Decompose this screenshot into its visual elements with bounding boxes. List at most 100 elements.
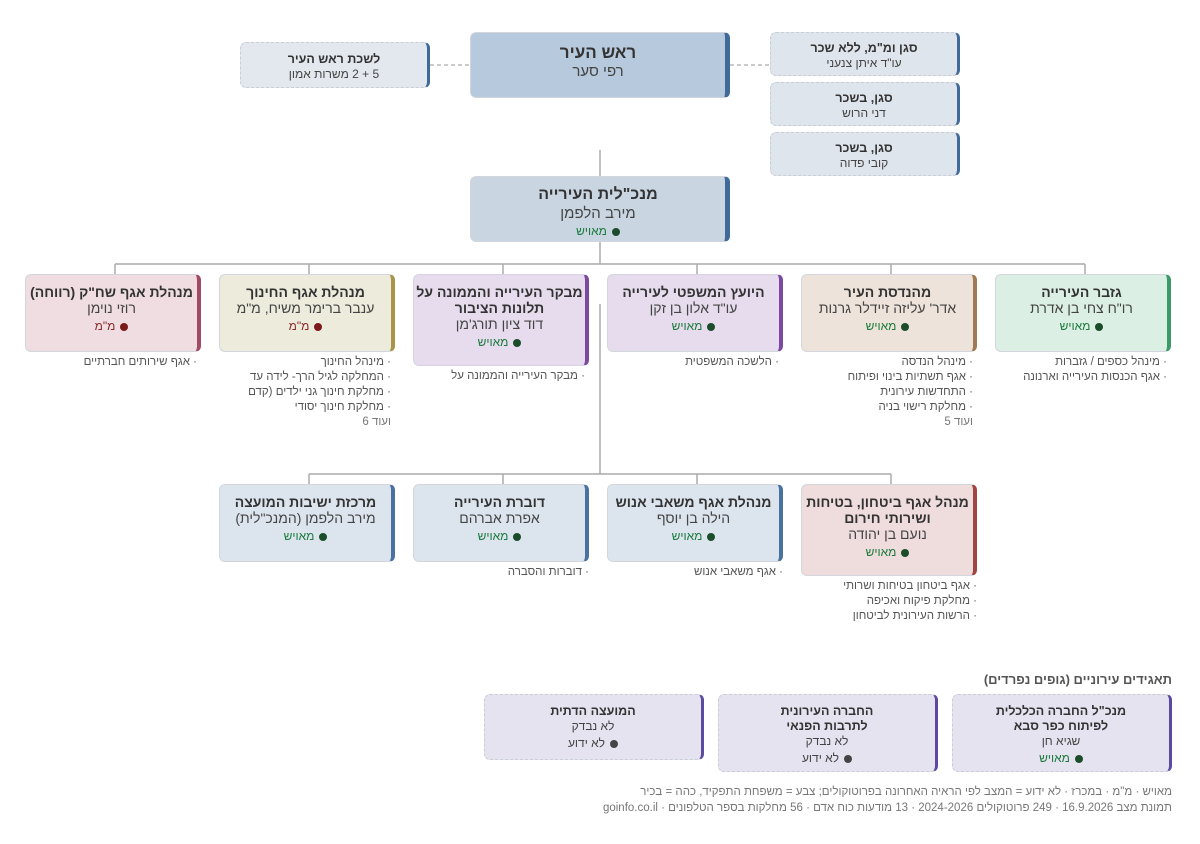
corporation-name: לא נבדק [571,719,615,733]
corporation-status-label: לא ידוע [567,736,606,750]
card-status-label: מאויש [671,529,703,543]
department-item: · הרשות העירונית לביטחון [777,609,977,624]
department-list: · מינהל החינוך· המחלקה לגיל הרך- לידה עד… [191,355,391,430]
department-item: · אגף ביטחון בטיחות ושרותי [777,579,977,594]
ceo-status: מאויש [471,224,725,239]
card-title: מנהלת אגף משאבי אנוש [615,494,772,510]
card-name: ענבר ברימר משיח, מ"מ [236,300,375,316]
ceo-status-label: מאויש [576,224,607,238]
bullet: · [965,401,973,413]
department-label: התחדשות עירונית [880,386,966,398]
mayor-office-box[interactable]: לשכת ראש העיר 5 + 2 משרות אמון [240,42,430,88]
mayor-office-sub: 5 + 2 משרות אמון [288,67,380,81]
deputy-title: סגן, בשכר [835,141,893,155]
card-title: מנהלת אגף שח"ק (רווחה) [30,284,193,300]
deputy-name: דני הרוש [842,106,886,120]
department-label: הרשות העירונית לביטחון [852,610,970,622]
status-dot-icon [707,532,716,541]
department-label: מינהל כספים / גזברות [1055,356,1160,368]
card-name: רוזי נוימן [87,300,136,316]
corporations-title: תאגידים עירוניים (גופים נפרדים) [983,672,1172,687]
department-list: · הלשכה המשפטית [579,355,779,370]
department-item: · מינהל החינוך [191,355,391,370]
card-name: אפרת אברהם [459,510,540,526]
mayor-title: ראש העיר [559,43,637,62]
department-list: · מינהל הנדסה· אגף תשתיות בינוי ופיתוח· … [773,355,973,430]
bullet: · [1159,371,1167,383]
bullet: · [383,386,391,398]
bullet: · [965,356,973,368]
card-status-label: מ"מ [94,319,116,333]
deputy-box-1[interactable]: סגן ומ"מ, ללא שכר עו"ד איתן צנעני [770,32,960,76]
department-item: · מחלקת חינוך גני ילדים (קדם [191,385,391,400]
department-label: אגף הכנסות העירייה וארנונה [1023,371,1160,383]
department-label: אגף משאבי אנוש [693,566,776,578]
department-more: ועוד 6 [362,416,391,428]
card-status: מאויש [608,319,779,334]
department-item: · אגף משאבי אנוש [583,565,783,580]
status-dot-icon [513,338,522,347]
department-item: · מחלקת רישוי בניה [773,400,974,415]
card-status: מאויש [802,319,973,334]
deputy-title: סגן ומ"מ, ללא שכר [810,41,918,55]
department-label: מחלקת רישוי בניה [878,401,966,413]
bullet: · [383,356,391,368]
status-dot-icon [611,227,620,236]
department-label: דוברות והסברה [507,566,582,578]
legend-line-1: מאויש · מ"מ · במכרז · לא ידוע = המצב לפי… [640,786,1172,798]
department-list: · דוברות והסברה [389,565,589,580]
status-dot-icon [610,739,619,748]
card-title: מבקר העירייה והממונה על תלונות הציבור [416,284,583,316]
deputy-name: קובי פדוה [839,156,889,170]
deputy-box-2[interactable]: סגן, בשכר דני הרוש [770,82,960,126]
department-label: מינהל החינוך [320,356,384,368]
mayor-box[interactable]: ראש העיר רפי סער [470,32,730,98]
bullet: · [969,610,977,622]
card-status: מ"מ [220,319,391,334]
mayor-name: רפי סער [572,63,624,80]
status-dot-icon [314,322,323,331]
card-name: עו"ד אלון בן זקן [649,300,738,316]
corporation-title: מנכ"ל החברה הכלכלית לפיתוח כפר סבא [995,704,1127,733]
bullet: · [189,356,197,368]
department-item: · מחלקת פיקוח ואכיפה [777,594,977,609]
card-title: מנהל אגף ביטחון, בטיחות ושירותי חירום [806,494,969,526]
row1-card-6[interactable]: מנהלת אגף שח"ק (רווחה)רוזי נוימן מ"מ [25,274,201,352]
corporation-status: לא ידוע [719,751,935,766]
department-label: אגף שירותים חברתיים [83,356,190,368]
department-item: · אגף תשתיות בינוי ופיתוח [773,370,973,385]
card-status: מאויש [220,529,391,544]
bullet: · [1159,356,1167,368]
bullet: · [581,566,589,578]
department-item: · מבקר העירייה והממונה על [385,369,585,384]
card-status-label: מאויש [477,529,509,543]
department-label: הלשכה המשפטית [685,356,772,368]
deputy-box-3[interactable]: סגן, בשכר קובי פדוה [770,132,960,176]
card-title: היועץ המשפטי לעירייה [622,284,765,300]
mayor-office-title: לשכת ראש העיר [287,52,381,66]
card-title: גזבר העירייה [1041,284,1122,300]
status-dot-icon [319,532,328,541]
department-item: · המחלקה לגיל הרך- לידה עד [191,370,391,385]
card-status-label: מאויש [1059,319,1091,333]
card-status-label: מ"מ [288,319,310,333]
card-status: מ"מ [26,319,197,334]
department-list: · אגף משאבי אנוש [583,565,783,580]
corporation-title: המועצה הדתית [550,704,636,718]
ceo-box[interactable]: מנכ"לית העירייה מירב הלפמן מאויש [470,176,730,242]
department-list: · מבקר העירייה והממונה על [385,369,585,384]
department-item: · אגף שירותים חברתיים [0,355,197,370]
